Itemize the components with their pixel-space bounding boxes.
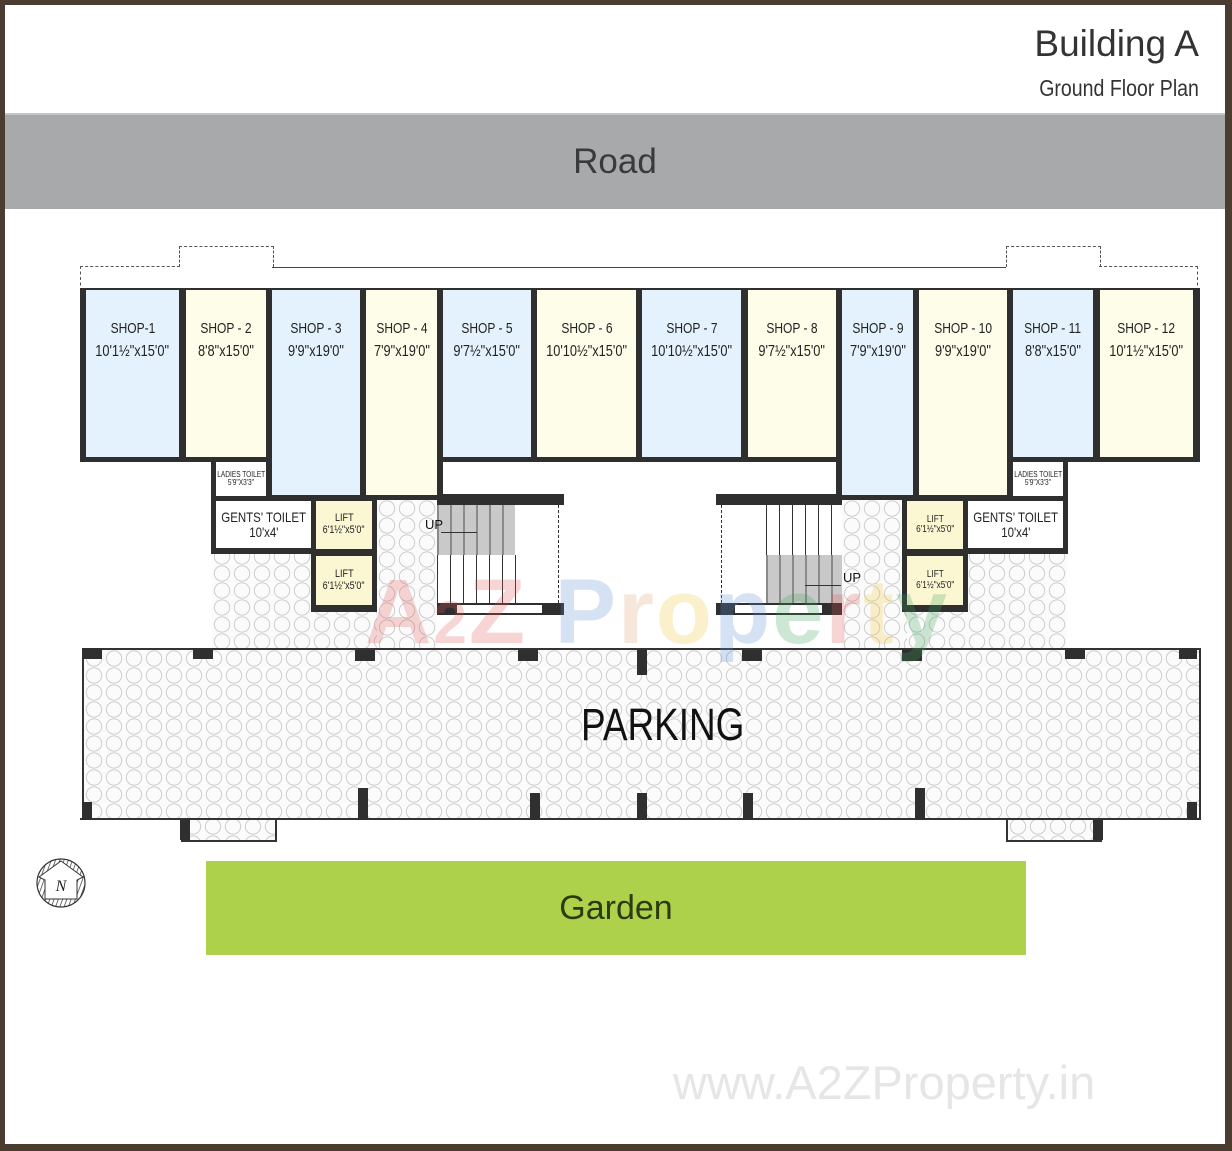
stair-left-top-wall [437, 494, 564, 505]
parking-bay-left [181, 818, 277, 842]
shop-9-extension [842, 457, 913, 495]
lift-1: LIFT 6'1½"x5'0" [316, 501, 372, 549]
column [530, 793, 540, 820]
canopy-outline-right [1099, 266, 1198, 291]
lift-4: LIFT 6'1½"x5'0" [907, 556, 963, 605]
column [82, 648, 102, 659]
stair-left-arrow-icon [441, 532, 477, 533]
road-label: Road [573, 142, 657, 181]
column [1179, 648, 1197, 659]
column [355, 650, 375, 661]
stair-right-dash-line [721, 505, 722, 603]
lift-3: LIFT 6'1½"x5'0" [907, 501, 963, 549]
column [1065, 648, 1085, 659]
ladies-toilet-left: LADIES TOILET 5'9"X3'3" [216, 462, 266, 496]
column [902, 650, 922, 661]
column [743, 793, 753, 820]
shop-7[interactable]: SHOP - 7 10'10½"x15'0" [642, 290, 741, 457]
shop-10-extension [919, 457, 1007, 495]
column [1187, 802, 1197, 820]
shop-3-extension [272, 457, 360, 495]
column [915, 788, 925, 820]
stair-left-dash-line [558, 505, 559, 603]
garden-label: Garden [559, 888, 673, 927]
gents-toilet-left: GENTS' TOILET 10'x4' [216, 501, 311, 548]
canopy-outline-right-step [1006, 246, 1101, 267]
watermark-logo: A2Z Property [365, 561, 949, 663]
ladies-toilet-right: LADIES TOILET 5'9"X3'3" [1013, 462, 1063, 496]
staircase-right-upper-flight [766, 505, 842, 555]
parking-label: PARKING [581, 699, 745, 750]
stair-left-landing-opening [457, 605, 542, 613]
parking-area [82, 648, 1201, 820]
canopy-outline-left [80, 266, 180, 291]
column [193, 648, 213, 659]
staircase-left-upper-flight [437, 555, 517, 603]
compass-label: N [55, 878, 68, 895]
plan-subtitle: Ground Floor Plan [1039, 75, 1199, 101]
shop-5[interactable]: SHOP - 5 9'7½"x15'0" [443, 290, 531, 457]
north-compass-icon: N [36, 858, 86, 908]
paving-right-stair-lobby [842, 500, 907, 650]
column [358, 788, 368, 820]
watermark-url: www.A2ZProperty.in [673, 1056, 1096, 1109]
lift-2: LIFT 6'1½"x5'0" [316, 556, 372, 605]
column [518, 650, 538, 661]
shop-1[interactable]: SHOP-1 10'1½"x15'0" [86, 290, 179, 457]
column [82, 802, 92, 820]
column [180, 820, 190, 840]
shop-2[interactable]: SHOP - 2 8'8"x15'0" [186, 290, 266, 457]
staircase-left [437, 505, 515, 555]
column [742, 650, 762, 661]
stair-right-arrow-icon [805, 585, 841, 586]
column [637, 793, 647, 820]
staircase-right [766, 555, 842, 603]
canopy-outline-left-step [179, 246, 274, 267]
shop-12[interactable]: SHOP - 12 10'1½"x15'0" [1100, 290, 1193, 457]
building-title: Building A [1034, 23, 1199, 64]
stair-right-top-wall [716, 494, 842, 505]
gents-toilet-right: GENTS' TOILET 10'x4' [968, 501, 1063, 548]
shop-4-extension [366, 457, 437, 495]
road-zone: Road [5, 113, 1225, 209]
parking-bay-right [1006, 818, 1102, 842]
garden-zone: Garden [206, 861, 1026, 955]
shop-8[interactable]: SHOP - 8 9'7½"x15'0" [748, 290, 836, 457]
stair-right-up-label: UP [843, 570, 862, 585]
stair-left-up-label: UP [425, 517, 444, 532]
paving-left-stair-lobby [377, 500, 437, 650]
column [1093, 820, 1103, 840]
shop-6[interactable]: SHOP - 6 10'10½"x15'0" [537, 290, 636, 457]
shop-11[interactable]: SHOP - 11 8'8"x15'0" [1013, 290, 1093, 457]
stair-right-landing-opening [735, 605, 822, 613]
column [637, 650, 647, 675]
floor-plan-frame: Building A Ground Floor Plan Road SHOP-1… [5, 5, 1225, 1144]
building-outline-top [272, 267, 1006, 268]
